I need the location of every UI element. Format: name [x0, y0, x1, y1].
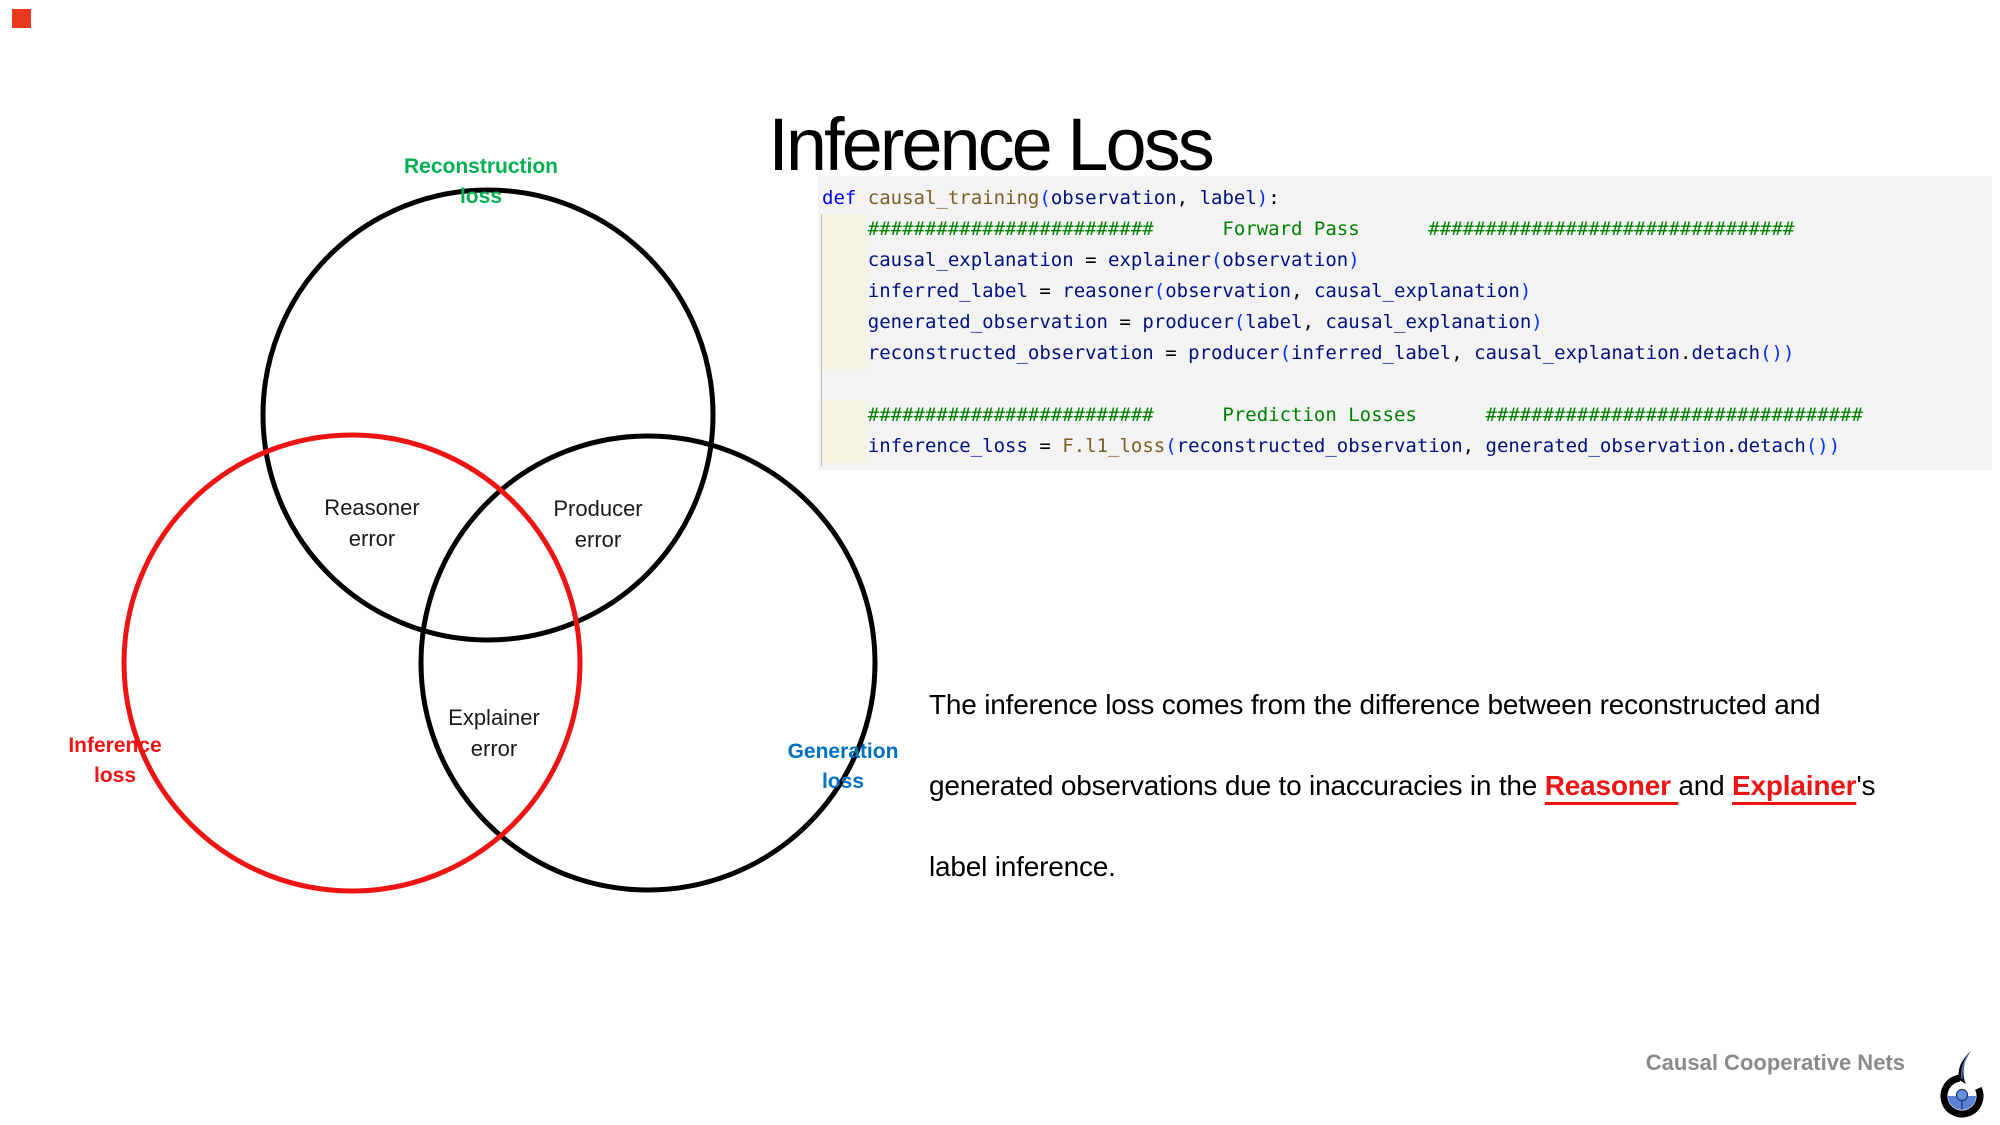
circle-generation [418, 433, 878, 893]
indent-highlight [822, 214, 866, 369]
code-line: inference_loss = F.l1_loss(reconstructed… [867, 435, 1841, 457]
code-line: causal_explanation = explainer(observati… [867, 249, 1360, 271]
label-line: Reasoner [324, 495, 420, 520]
code-line: inferred_label = reasoner(observation, c… [867, 280, 1532, 302]
label-line: loss [821, 770, 865, 793]
label-line: Explainer [448, 705, 540, 730]
explanation-line: The inference loss comes from the differ… [929, 689, 1821, 720]
label-explainer-error: Explainer error [448, 702, 540, 764]
explanation-text: The inference loss comes from the differ… [929, 664, 2000, 907]
label-line: loss [459, 185, 503, 208]
label-line: error [348, 526, 396, 551]
label-line: error [470, 736, 518, 761]
label-generation-loss: Generation loss [788, 737, 899, 797]
explanation-line: label inference. [929, 851, 1116, 882]
code-line: generated_observation = producer(label, … [867, 311, 1543, 333]
label-reasoner-error: Reasoner error [324, 492, 419, 554]
footer-label: Causal Cooperative Nets [1645, 1050, 1905, 1075]
circle-reconstruction [260, 187, 716, 643]
code-line: ######################### Forward Pass #… [867, 218, 1795, 240]
label-line: loss [93, 764, 137, 787]
record-indicator [12, 9, 31, 28]
label-reconstruction-loss: Reconstruction loss [404, 152, 558, 212]
label-line: Reconstruction [403, 155, 559, 178]
label-line: error [574, 527, 622, 552]
indent-highlight [822, 400, 866, 463]
label-producer-error: Producer error [553, 493, 642, 555]
label-line: Producer [553, 496, 643, 521]
label-line: Inference [68, 734, 162, 757]
code-line: ######################### Prediction Los… [867, 404, 1863, 426]
code-line [822, 369, 1992, 400]
code-line: reconstructed_observation = producer(inf… [867, 342, 1795, 364]
company-logo-icon [1940, 1051, 1984, 1118]
slide-title: Inference Loss [768, 102, 1214, 186]
code-line: def causal_training(observation, label): [822, 187, 1280, 209]
code-lines: def causal_training(observation, label):… [822, 183, 1992, 462]
explanation-line: generated observations due to inaccuraci… [929, 770, 1876, 801]
label-line: Generation [787, 740, 899, 763]
label-inference-loss: Inference loss [68, 731, 161, 791]
code-block: def causal_training(observation, label):… [818, 176, 1992, 470]
indent-guide [821, 214, 822, 466]
